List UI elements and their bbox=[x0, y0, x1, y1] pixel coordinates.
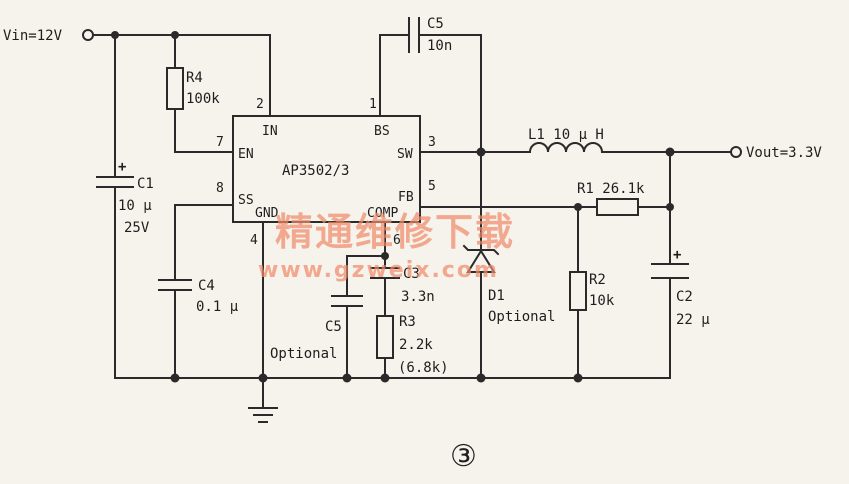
pin-comp-name: COMP bbox=[367, 206, 398, 221]
c4-name: C4 bbox=[198, 278, 215, 294]
resistor-r1-body bbox=[596, 198, 639, 216]
ic-name: AP3502/3 bbox=[282, 163, 349, 179]
junction-dot bbox=[666, 203, 674, 211]
c3-value: 3.3n bbox=[401, 289, 435, 305]
c2-value: 22 μ bbox=[676, 312, 710, 328]
pin-in-number: 2 bbox=[256, 97, 264, 112]
resistor-r2: R2 10k bbox=[569, 271, 615, 311]
diode-d1-body bbox=[466, 249, 496, 273]
junction-dot bbox=[573, 373, 583, 383]
pin-sw-number: 3 bbox=[428, 135, 436, 150]
l1-label: L1 10 μ H bbox=[528, 127, 604, 143]
resistor-r1: R1 26.1k bbox=[577, 181, 645, 216]
resistor-r4-body bbox=[166, 67, 184, 110]
watermark-url: www.gzweix.com bbox=[258, 258, 499, 283]
junction-dot bbox=[171, 31, 179, 39]
ic-body bbox=[232, 115, 421, 223]
vin-label: Vin=12V bbox=[3, 28, 63, 44]
pin-comp-number: 6 bbox=[393, 233, 401, 248]
junction-dot bbox=[574, 203, 582, 211]
pin-gnd-name: GND bbox=[255, 206, 279, 221]
r1-label: R1 26.1k bbox=[577, 181, 645, 197]
junction-dot bbox=[665, 147, 675, 157]
vout-terminal bbox=[730, 146, 742, 158]
r3-name: R3 bbox=[399, 314, 416, 330]
resistor-r4: R4 100k bbox=[166, 67, 220, 110]
c3-name: C3 bbox=[403, 266, 420, 282]
pin-bs-name: BS bbox=[374, 124, 390, 139]
junction-dot bbox=[380, 373, 390, 383]
pin-en-name: EN bbox=[238, 147, 254, 162]
c1-plus-sign: + bbox=[118, 159, 126, 175]
d1-note: Optional bbox=[488, 309, 555, 325]
pin-ss-name: SS bbox=[238, 193, 254, 208]
watermark-chinese: 精通维修下载 bbox=[275, 210, 515, 254]
junction-dot bbox=[381, 252, 389, 260]
capacitor-c3: C3 3.3n bbox=[370, 266, 435, 305]
diode-d1-cathode bbox=[462, 244, 500, 256]
r4-name: R4 bbox=[186, 70, 203, 86]
pin-fb-number: 5 bbox=[428, 179, 436, 194]
r2-name: R2 bbox=[589, 272, 606, 288]
c2-plus-sign: + bbox=[673, 247, 681, 263]
resistor-r3: R3 2.2k (6.8k) bbox=[376, 314, 449, 376]
junction-dots bbox=[111, 31, 675, 383]
pin-in-name: IN bbox=[262, 124, 278, 139]
wires bbox=[93, 34, 731, 409]
r4-value: 100k bbox=[186, 91, 220, 107]
pin-ss-number: 8 bbox=[216, 181, 224, 196]
pin-sw-name: SW bbox=[397, 147, 413, 162]
junction-dot bbox=[170, 373, 180, 383]
junction-dot bbox=[476, 373, 486, 383]
inductor-l1-coil bbox=[528, 142, 604, 154]
r3-alt-value: (6.8k) bbox=[398, 360, 449, 376]
c2-name: C2 bbox=[676, 289, 693, 305]
figure-number: ③ bbox=[450, 439, 477, 474]
c5bot-name: C5 bbox=[325, 319, 342, 335]
vin-terminal bbox=[82, 29, 94, 41]
r2-value: 10k bbox=[589, 293, 615, 309]
pin-bs-number: 1 bbox=[369, 97, 377, 112]
diode-d1: D1 Optional bbox=[462, 244, 555, 325]
capacitor-c4: C4 0.1 μ bbox=[158, 278, 239, 315]
c5bot-note: Optional bbox=[270, 346, 337, 362]
c1-value: 10 μ bbox=[118, 198, 152, 214]
pin-gnd-number: 4 bbox=[250, 233, 258, 248]
c5top-value: 10n bbox=[427, 38, 452, 54]
vout-label: Vout=3.3V bbox=[746, 145, 822, 161]
c1-voltage: 25V bbox=[124, 220, 150, 236]
junction-dot bbox=[258, 373, 268, 383]
capacitor-c2: + C2 22 μ bbox=[651, 247, 710, 328]
junction-dot bbox=[111, 31, 119, 39]
pin-fb-name: FB bbox=[398, 190, 414, 205]
c1-name: C1 bbox=[137, 176, 154, 192]
inductor-l1: L1 10 μ H bbox=[528, 127, 604, 154]
resistor-r2-body bbox=[569, 271, 587, 311]
c4-value: 0.1 μ bbox=[196, 299, 239, 315]
junction-dot bbox=[342, 373, 352, 383]
ic-ap3502: AP3502/3 IN 2 BS 1 EN 7 SW 3 SS 8 FB 5 G… bbox=[216, 97, 436, 248]
r3-value: 2.2k bbox=[399, 337, 433, 353]
pin-en-number: 7 bbox=[216, 135, 224, 150]
capacitor-c5-top: C5 10n bbox=[408, 16, 452, 54]
c5top-name: C5 bbox=[427, 16, 444, 32]
capacitor-c5-bottom: C5 Optional bbox=[270, 295, 363, 362]
junction-dot bbox=[476, 147, 486, 157]
capacitor-c1: + C1 10 μ 25V bbox=[96, 159, 154, 236]
d1-name: D1 bbox=[488, 288, 505, 304]
ground-symbol bbox=[248, 407, 278, 423]
resistor-r3-body bbox=[376, 315, 394, 359]
